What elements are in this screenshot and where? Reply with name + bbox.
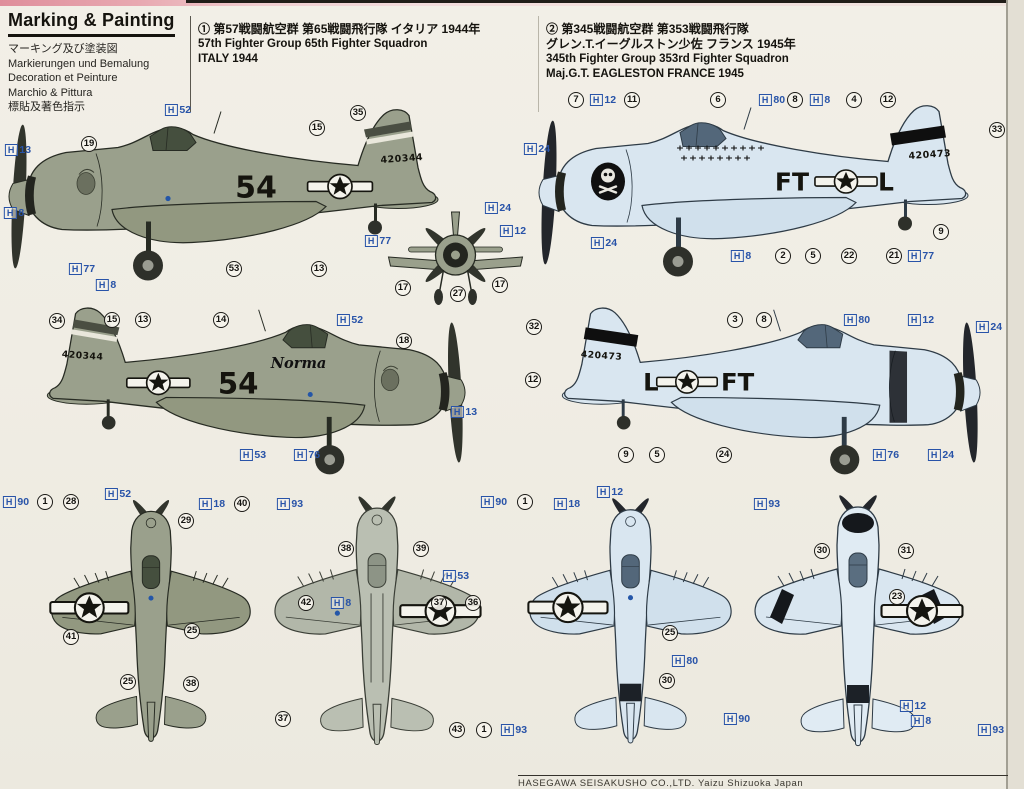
belly-duct-lines xyxy=(370,593,384,683)
fin-band-light xyxy=(70,329,118,342)
tail-serial: 420344 xyxy=(61,349,103,363)
scheme-1-line-country: ITALY 1944 xyxy=(198,53,258,65)
scheme-1-line-en: 57th Fighter Group 65th Fighter Squadron xyxy=(198,38,428,50)
wing-band-left xyxy=(770,589,794,624)
aircraft-scheme2-top xyxy=(527,495,732,744)
fuselage-band-black xyxy=(889,350,908,423)
paint-number: 93 xyxy=(992,724,1005,736)
blue-stencil-dot xyxy=(148,595,154,601)
fuselage-code: 54 xyxy=(218,367,259,401)
paint-number: 90 xyxy=(17,496,30,508)
aircraft-scheme1-bottom xyxy=(274,493,482,746)
fin-band-black xyxy=(583,327,639,347)
paint-letter: H xyxy=(500,724,514,736)
fin-band-dark xyxy=(72,319,120,336)
tail-band-black xyxy=(847,685,869,703)
blue-stencil-dot xyxy=(307,391,313,398)
paper-margin xyxy=(1008,0,1024,789)
header-divider-1 xyxy=(190,16,191,112)
fin-band-black xyxy=(890,125,946,146)
blue-stencil-dot xyxy=(165,195,171,202)
manufacturer-footer: HASEGAWA SEISAKUSHO CO.,LTD. Yaizu Shizu… xyxy=(518,775,1008,789)
illustration-scheme2-right-profile: 420473 L FT xyxy=(525,302,995,487)
paint-letter: H xyxy=(2,496,16,508)
nose-art-indian-head xyxy=(380,365,400,391)
illustration-scheme2-bottom-view xyxy=(748,490,968,766)
tail-serial: 420344 xyxy=(380,152,423,166)
subtitle-fr: Decoration et Peinture xyxy=(8,72,118,84)
fuselage-code-l: L xyxy=(878,168,894,197)
airframe xyxy=(387,211,524,306)
subtitle-ja: マーキング及び塗装図 xyxy=(8,43,118,55)
scheme-1-line-ja: ① 第57戦闘航空群 第65戦闘飛行隊 イタリア 1944年 xyxy=(198,22,481,36)
scheme-2-line-en: 345th Fighter Group 353rd Fighter Squadr… xyxy=(546,53,789,65)
illustration-scheme1-left-profile: 420344 54 xyxy=(0,96,470,301)
subtitle-de: Markierungen und Bemalung xyxy=(8,57,150,70)
title-translations: マーキング及び塗装図 Markierungen und Bemalung Dec… xyxy=(8,42,149,115)
header-divider-2 xyxy=(538,16,539,112)
tail-band-black xyxy=(619,683,642,702)
nose-name-script: Norma xyxy=(270,355,327,372)
fin-band-light xyxy=(366,131,414,145)
tail-serial: 420473 xyxy=(580,349,622,363)
aircraft-scheme2-left: 420473 FT L xyxy=(538,105,969,278)
illustration-scheme1-right-profile: 420344 54 Norma xyxy=(10,302,480,487)
skull-nose-art xyxy=(591,162,625,201)
paint-number: 90 xyxy=(495,496,508,508)
blue-stencil-dot xyxy=(627,595,634,601)
scheme-1-header: ① 第57戦闘航空群 第65戦闘飛行隊 イタリア 1944年 57th Figh… xyxy=(198,22,528,67)
aircraft-scheme1-left: 420344 54 xyxy=(8,109,439,282)
illustration-scheme1-top-view xyxy=(45,492,257,764)
scheme-2-line-pilot: Maj.G.T. EAGLESTON FRANCE 1945 xyxy=(546,68,744,80)
scheme-2-line-ja2: グレン.T.イーグルストン少佐 フランス 1945年 xyxy=(546,37,796,51)
airframe-mirrored xyxy=(561,307,981,475)
fuselage-code-ft: FT xyxy=(775,168,809,197)
aircraft-scheme1-top xyxy=(49,497,251,742)
paper-right-edge xyxy=(1006,0,1008,789)
fuselage-code-l: L xyxy=(643,368,659,397)
fin-band-dark xyxy=(364,121,412,138)
scan-edge-line xyxy=(186,0,1016,3)
subtitle-it: Marchio & Pittura xyxy=(8,86,93,99)
scheme-2-header: ② 第345戦闘航空群 第353戦闘飛行隊 グレン.T.イーグルストン少佐 フラ… xyxy=(546,22,966,82)
illustration-scheme2-left-profile: 420473 FT L xyxy=(530,92,1000,297)
nose-art-indian-head xyxy=(76,169,96,195)
fuselage-code: 54 xyxy=(235,171,277,206)
page-title: Marking & Painting xyxy=(8,10,175,37)
fuselage-code-ft: FT xyxy=(721,368,755,397)
illustration-scheme2-top-view xyxy=(523,492,738,764)
paint-letter: H xyxy=(977,724,991,736)
aircraft-scheme1-right: 420344 54 Norma xyxy=(46,307,466,475)
tail-serial: 420473 xyxy=(908,148,951,162)
blue-stencil-dot xyxy=(334,610,340,616)
aircraft-scheme2-bottom xyxy=(754,492,964,747)
aircraft-scheme2-right: 420473 L FT xyxy=(561,307,981,475)
illustration-scheme1-bottom-view xyxy=(268,490,486,766)
subtitle-zh: 標貼及著色指示 xyxy=(8,101,85,113)
scheme-2-line-ja1: ② 第345戦闘航空群 第353戦闘飛行隊 xyxy=(546,22,749,36)
cowl-black xyxy=(842,513,874,533)
manufacturer-text: HASEGAWA SEISAKUSHO CO.,LTD. Yaizu Shizu… xyxy=(518,778,804,789)
scan-edge-pink xyxy=(0,0,1024,6)
kill-markings xyxy=(677,145,764,161)
